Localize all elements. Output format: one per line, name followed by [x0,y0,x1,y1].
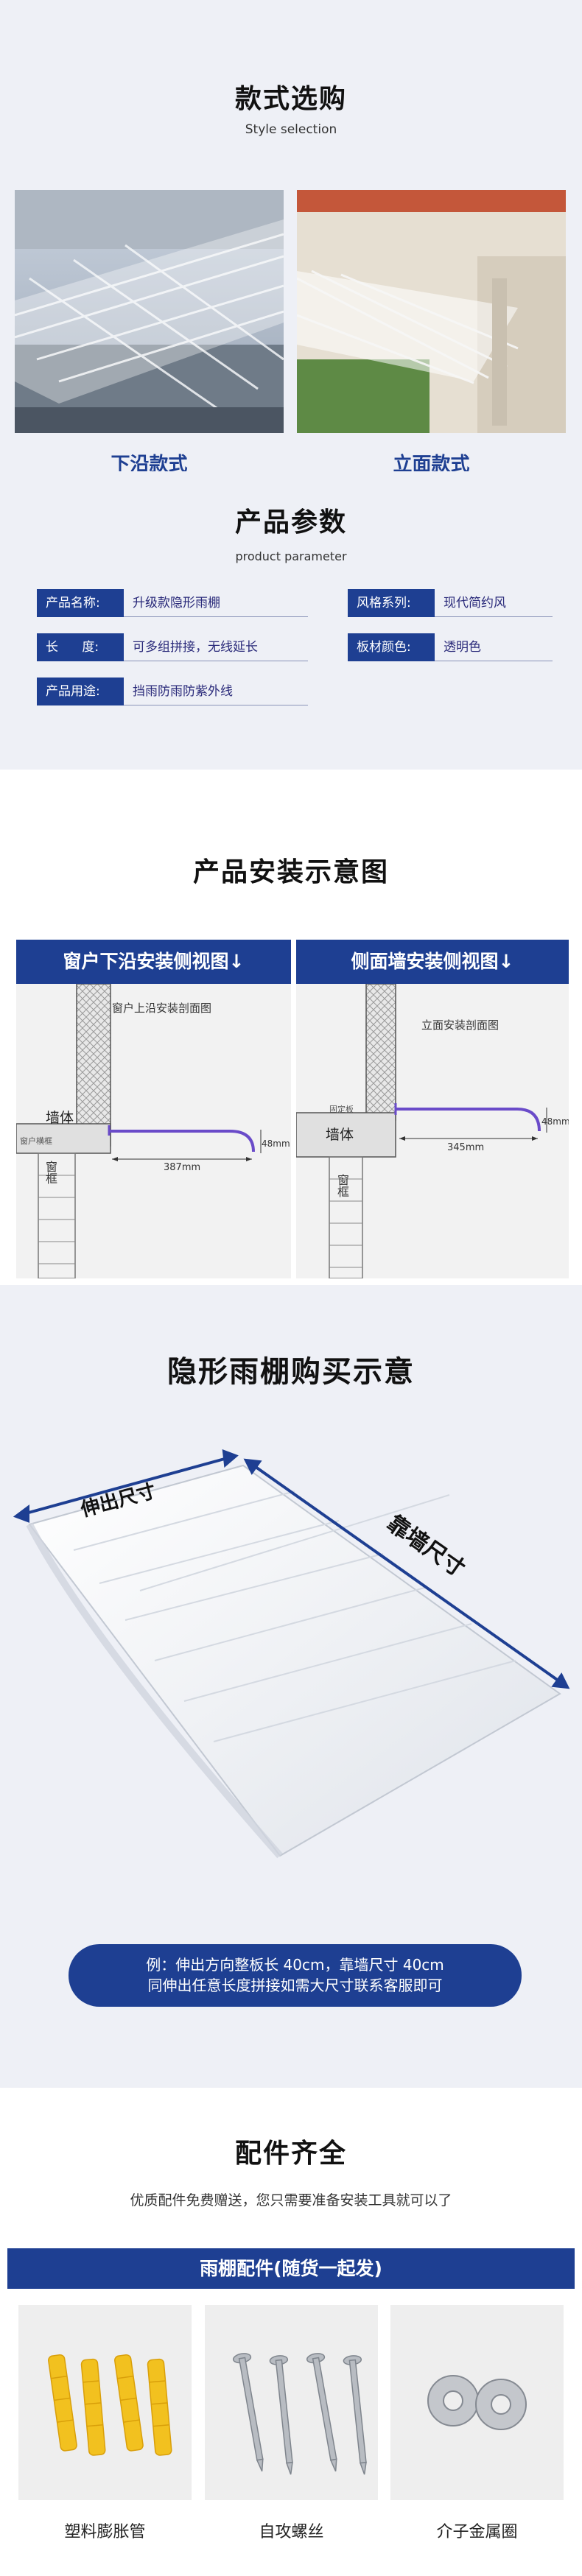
params-section: 产品参数 product parameter 产品名称: 升级款隐形雨棚 风格系… [0,471,582,770]
param-value: 可多组拼接，无线延长 [133,640,258,655]
param-row-name: 产品名称: 升级款隐形雨棚 [37,589,309,617]
accessory-label: 塑料膨胀管 [64,2523,146,2541]
param-value: 透明色 [443,640,481,655]
param-label: 长 度: [37,633,124,661]
param-label: 产品用途: [37,678,124,705]
install-panel-header: 窗户下沿安装侧视图↓ [16,940,291,984]
install-section: 产品安装示意图 窗户下沿安装侧视图↓ [0,770,582,1285]
style-section: 款式选购 Style selection [0,0,582,476]
param-row-usage: 产品用途: 挡雨防雨防紫外线 [37,678,309,705]
purchase-note-line2: 同伸出任意长度拼接如需大尺寸联系客服即可 [147,1977,443,1994]
accessories-title: 配件齐全 [234,2139,347,2169]
param-underline [435,616,553,617]
param-value: 挡雨防雨防紫外线 [133,684,233,699]
install-height-label: 48mm [541,1116,569,1127]
param-value: 现代简约风 [443,596,506,610]
param-label: 产品名称: [37,589,124,617]
install-wall-label: 墙体 [326,1127,354,1143]
param-label: 板材颜色: [348,633,435,661]
accessory-image-screw[interactable] [205,2305,378,2500]
install-width-label: 387mm [164,1162,201,1173]
purchase-note-line1: 例：伸出方向整板长 40cm，靠墙尺寸 40cm [146,1956,444,1974]
install-title: 产品安装示意图 [192,857,389,887]
install-panel-vertical: 侧面墙安装侧视图↓ [296,940,569,1278]
install-small-label: 窗户横框 [20,1136,52,1146]
style-title: 款式选购 [234,84,347,114]
purchase-title: 隐形雨棚购买示意 [167,1355,415,1389]
install-wall-label: 墙体 [46,1110,74,1126]
param-value: 升级款隐形雨棚 [133,596,220,610]
install-height-label: 48mm [262,1139,290,1149]
install-panel-lower: 窗户下沿安装侧视图↓ [16,940,291,1278]
accessory-image-washer[interactable] [390,2305,564,2500]
param-row-color: 板材颜色: 透明色 [348,633,554,661]
style-photo-lower[interactable] [15,190,284,433]
install-window-label: 窗框 [43,1161,57,1184]
accessory-image-anchor[interactable] [18,2305,192,2500]
accessory-label: 介子金属圈 [436,2523,518,2541]
style-subtitle: Style selection [245,122,337,137]
accessory-label: 自攻螺丝 [259,2523,324,2541]
style-photo-vertical[interactable] [297,190,566,433]
purchase-section: 隐形雨棚购买示意 [0,1285,582,2088]
install-small-label: 固定板 [329,1105,354,1114]
param-underline [124,616,308,617]
params-title: 产品参数 [234,507,347,538]
install-window-label: 窗框 [335,1174,349,1197]
accessories-section: 配件齐全 优质配件免费赠送，您只需要准备安装工具就可以了 雨棚配件(随货一起发)… [0,2088,582,2576]
param-row-length: 长 度: 可多组拼接，无线延长 [37,633,309,661]
params-subtitle: product parameter [235,549,347,563]
canopy-illustration [13,1449,570,1859]
param-label: 风格系列: [348,589,435,617]
accessories-subtitle: 优质配件免费赠送，您只需要准备安装工具就可以了 [130,2192,452,2209]
install-caption: 窗户上沿安装剖面图 [112,1002,212,1015]
install-width-label: 345mm [447,1142,485,1153]
param-row-style: 风格系列: 现代简约风 [348,589,554,617]
install-caption: 立面安装剖面图 [421,1018,499,1032]
install-panel-header: 侧面墙安装侧视图↓ [296,940,569,984]
purchase-note: 例：伸出方向整板长 40cm，靠墙尺寸 40cm 同伸出任意长度拼接如需大尺寸联… [69,1944,522,2007]
accessories-bar: 雨棚配件(随货一起发) [7,2248,575,2289]
